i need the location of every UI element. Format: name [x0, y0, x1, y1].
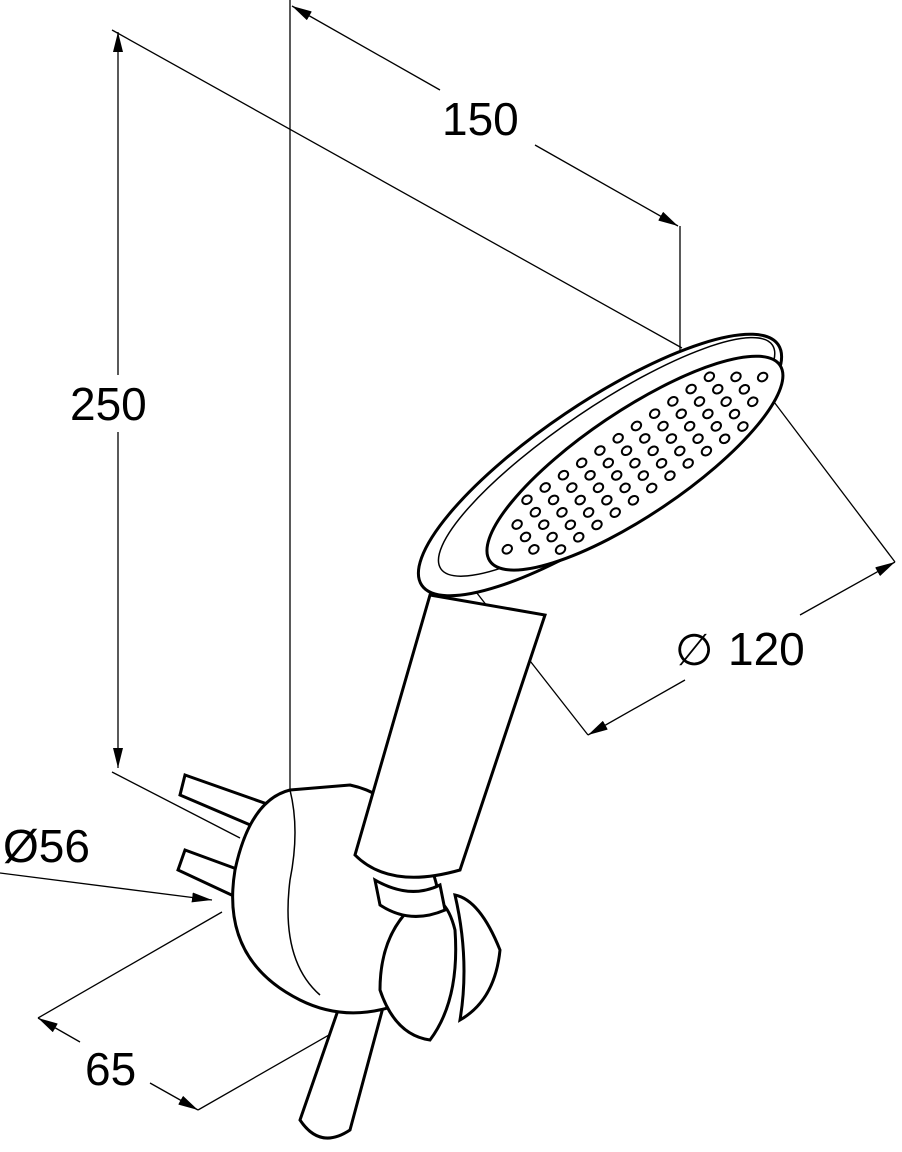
nozzle: [647, 445, 659, 457]
nozzle: [712, 383, 724, 395]
nozzle: [674, 445, 686, 457]
label-250: 250: [70, 378, 147, 430]
nozzle: [630, 420, 643, 432]
nozzle: [683, 420, 696, 432]
nozzle: [546, 531, 558, 543]
nozzle: [639, 433, 651, 444]
shower-head: [416, 332, 785, 598]
dimension-150: [291, 5, 681, 400]
nozzle: [564, 519, 577, 531]
nozzle: [657, 420, 669, 432]
nozzle: [609, 507, 621, 518]
label-120: 120: [728, 623, 805, 675]
nozzle: [539, 482, 551, 493]
nozzle: [720, 396, 732, 407]
nozzle: [718, 433, 731, 445]
nozzle: [756, 371, 769, 383]
hose: [298, 988, 387, 1140]
nozzle: [582, 507, 595, 518]
nozzle: [602, 457, 615, 469]
dimension-56: [0, 872, 213, 903]
nozzle: [747, 396, 759, 408]
label-65: 65: [85, 1043, 136, 1095]
nozzle: [511, 519, 523, 530]
nozzle: [627, 494, 640, 506]
dimension-250: [111, 29, 683, 839]
nozzle: [584, 469, 596, 481]
nozzle: [591, 519, 603, 531]
nozzle: [528, 544, 540, 555]
label-56: Ø56: [3, 820, 90, 872]
nozzle: [665, 433, 678, 444]
nozzle: [519, 531, 532, 543]
nozzle: [610, 470, 623, 481]
nozzle: [620, 445, 633, 457]
nozzle: [703, 371, 716, 383]
nozzle: [538, 519, 550, 530]
nozzle: [594, 445, 606, 456]
nozzle: [556, 507, 568, 518]
nozzle: [685, 383, 697, 395]
nozzle: [575, 457, 588, 469]
label-150: 150: [442, 93, 519, 145]
nozzle: [574, 494, 586, 506]
nozzle: [637, 470, 650, 481]
nozzle: [700, 445, 713, 457]
nozzle: [619, 482, 631, 494]
nozzle: [573, 531, 585, 543]
nozzle: [529, 506, 542, 518]
nozzle: [612, 432, 624, 444]
nozzle: [547, 494, 560, 506]
nozzle: [737, 421, 749, 432]
nozzle: [557, 469, 570, 481]
nozzle: [702, 408, 714, 420]
spray-nozzles-icon: [501, 371, 769, 555]
nozzle: [601, 494, 613, 506]
label-diameter-symbol: ∅: [675, 626, 713, 675]
nozzle: [667, 396, 679, 407]
nozzle: [738, 383, 751, 395]
nozzle: [629, 457, 641, 469]
nozzle: [692, 433, 704, 445]
nozzle: [501, 543, 513, 555]
shower-handle: [353, 593, 547, 879]
nozzle: [554, 544, 567, 555]
nozzle: [646, 482, 658, 494]
nozzle: [710, 421, 722, 432]
nozzle: [521, 494, 533, 506]
nozzle: [592, 482, 605, 494]
nozzle: [648, 408, 661, 420]
wall-holder: [231, 783, 502, 1042]
nozzle: [675, 408, 687, 420]
nozzle: [728, 408, 741, 420]
nozzle: [655, 457, 668, 469]
nozzle: [730, 371, 742, 383]
nozzle: [682, 458, 694, 469]
nozzle: [566, 482, 578, 493]
nozzle: [664, 470, 676, 482]
handle-connector: [372, 877, 447, 918]
nozzle: [693, 396, 706, 407]
